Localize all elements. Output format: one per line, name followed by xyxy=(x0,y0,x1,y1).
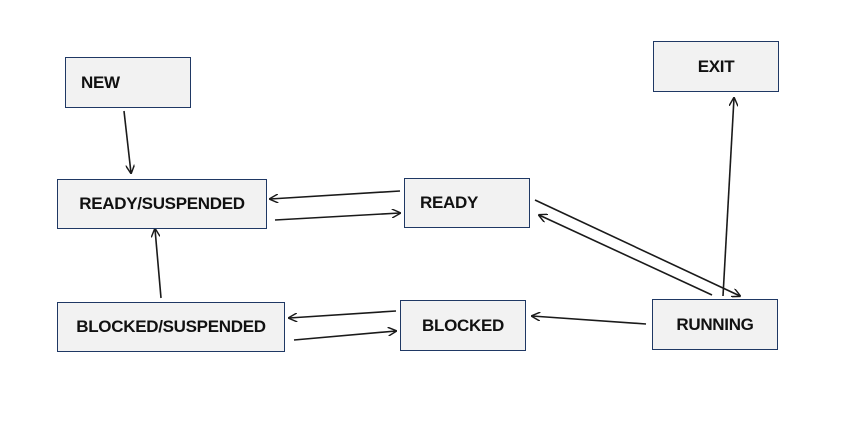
state-exit: EXIT xyxy=(653,41,779,92)
arrow-ready-suspended-to-ready xyxy=(274,213,400,221)
arrow-ready-to-ready-suspended xyxy=(270,190,401,199)
arrow-blocked-suspended-to-blocked xyxy=(293,331,396,341)
state-ready: READY xyxy=(404,178,530,228)
arrow-running-to-blocked xyxy=(532,316,647,325)
state-exit-label: EXIT xyxy=(697,56,735,76)
state-blocked: BLOCKED xyxy=(400,300,526,351)
arrow-blocked-suspended-to-ready-suspended xyxy=(155,229,162,299)
state-running-label: RUNNING xyxy=(676,314,754,334)
state-ready-suspended-label: READY/SUSPENDED xyxy=(79,194,245,213)
arrow-blocked-to-blocked-suspended xyxy=(289,310,397,318)
state-new-label: NEW xyxy=(81,72,120,92)
state-new: NEW xyxy=(65,57,191,108)
state-ready-label: READY xyxy=(420,193,479,212)
state-ready-suspended: READY/SUSPENDED xyxy=(57,179,267,229)
state-blocked-suspended-label: BLOCKED/SUSPENDED xyxy=(76,317,266,336)
arrow-new-to-ready-suspended xyxy=(123,110,131,173)
arrow-ready-to-running xyxy=(534,199,740,296)
arrow-running-to-ready xyxy=(539,215,713,296)
state-running: RUNNING xyxy=(652,299,778,350)
state-blocked-suspended: BLOCKED/SUSPENDED xyxy=(57,302,285,352)
state-blocked-label: BLOCKED xyxy=(422,315,504,335)
arrow-running-to-exit xyxy=(722,98,734,297)
